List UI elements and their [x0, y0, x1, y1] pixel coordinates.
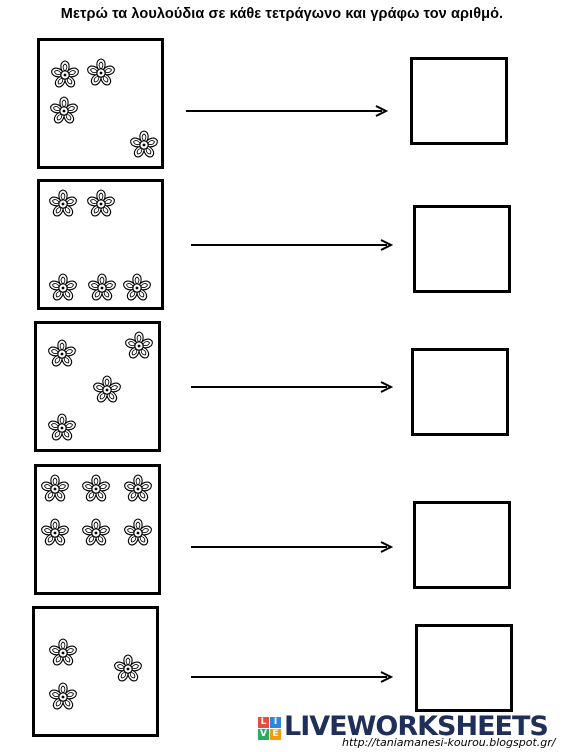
flower-icon [122, 474, 154, 504]
flower-icon [46, 339, 78, 369]
answer-box-1[interactable] [410, 57, 508, 145]
flower-box-2 [37, 179, 164, 310]
flower-box-1 [37, 38, 164, 169]
answer-box-5[interactable] [415, 624, 513, 712]
flower-icon [112, 654, 144, 684]
arrow-right-icon [191, 239, 394, 251]
flower-icon [80, 474, 112, 504]
answer-box-2[interactable] [413, 205, 511, 293]
flower-icon [121, 273, 153, 303]
badge-letter-l: L [258, 717, 269, 728]
flower-icon [128, 130, 160, 160]
arrow-right-icon [191, 381, 394, 393]
arrow-right-icon [191, 541, 394, 553]
flower-icon [91, 375, 123, 405]
flower-icon [48, 96, 80, 126]
flower-icon [85, 58, 117, 88]
flower-icon [123, 331, 155, 361]
flower-box-5 [32, 606, 159, 737]
flower-icon [39, 518, 71, 548]
arrow-right-icon [186, 105, 389, 117]
flower-icon [80, 518, 112, 548]
flower-icon [47, 189, 79, 219]
flower-icon [85, 189, 117, 219]
flower-icon [46, 413, 78, 443]
worksheet-instruction: Μετρώ τα λουλούδια σε κάθε τετράγωνο και… [60, 6, 504, 22]
badge-letter-i: I [270, 717, 281, 728]
badge-letter-v: V [258, 729, 269, 740]
source-url[interactable]: http://taniamanesi-kourou.blogspot.gr/ [342, 736, 556, 749]
flower-icon [49, 60, 81, 90]
liveworksheets-footer: L I V E LIVEWORKSHEETS http://taniamanes… [258, 712, 558, 752]
flower-box-3 [34, 321, 161, 452]
flower-icon [47, 682, 79, 712]
flower-icon [122, 518, 154, 548]
flower-icon [86, 273, 118, 303]
flower-icon [39, 474, 71, 504]
flower-icon [47, 273, 79, 303]
liveworksheets-logo[interactable]: LIVEWORKSHEETS [284, 711, 549, 742]
liveworksheets-badge-icon: L I V E [258, 716, 282, 744]
answer-box-4[interactable] [413, 501, 511, 589]
arrow-right-icon [191, 671, 394, 683]
flower-icon [47, 638, 79, 668]
answer-box-3[interactable] [411, 348, 509, 436]
badge-letter-e: E [270, 729, 281, 740]
flower-box-4 [34, 464, 161, 595]
